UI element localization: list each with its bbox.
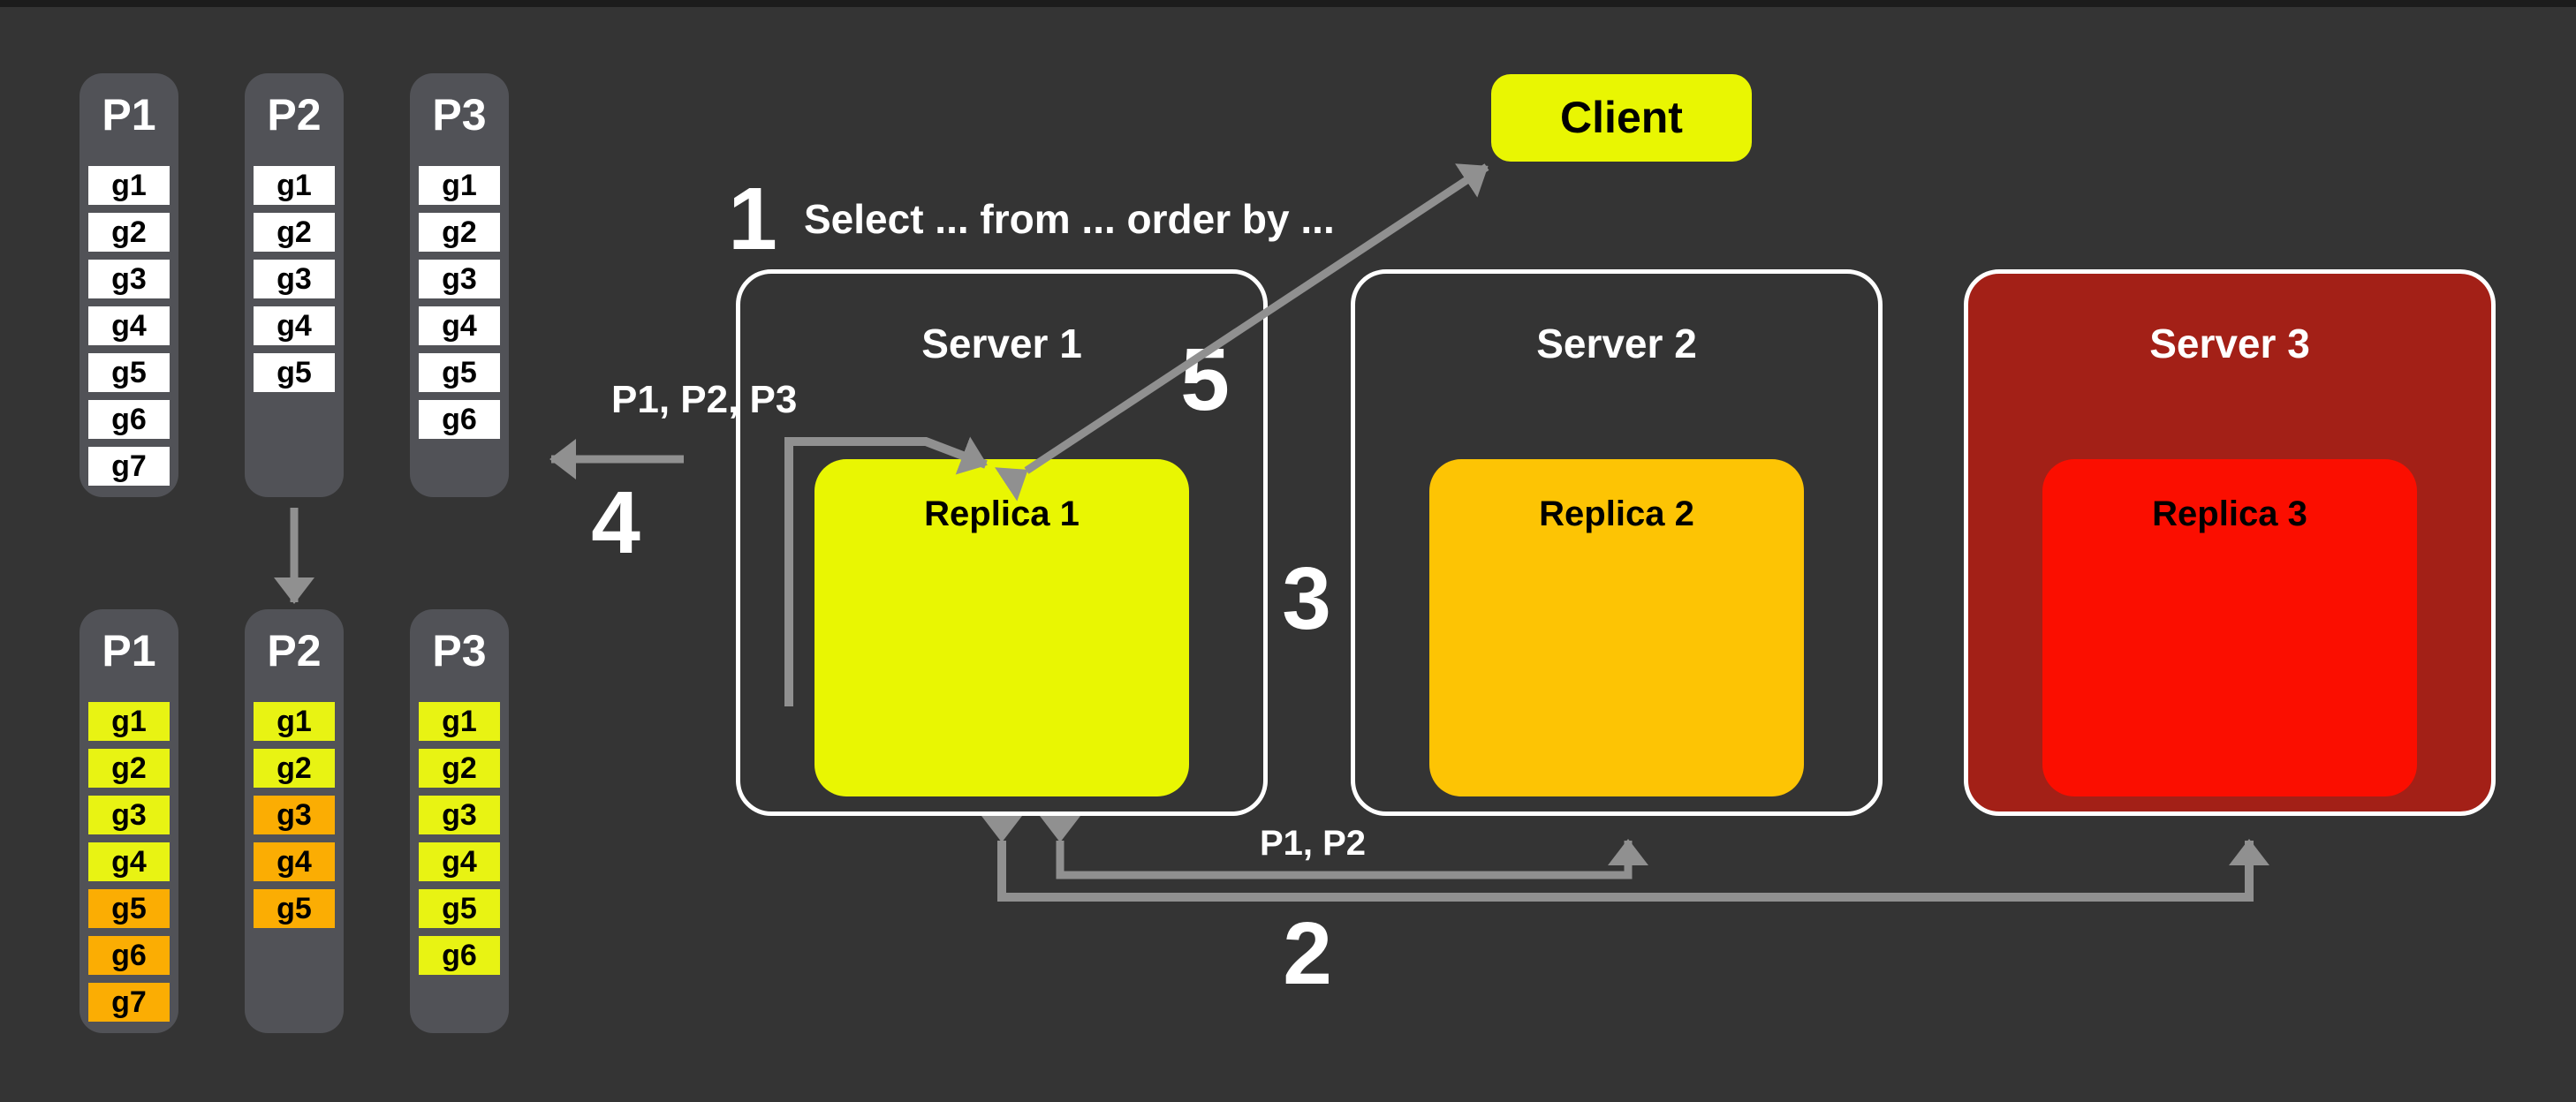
server-3-name: Server 3	[2149, 321, 2310, 366]
step-3-number: 3	[1282, 549, 1331, 648]
after-column-header: P2	[267, 626, 322, 676]
after-cell-g4: g4	[419, 842, 500, 881]
after-cell-g3: g3	[88, 796, 170, 834]
before-cell-g4: g4	[254, 306, 335, 345]
before-column-p1: P1 g1 g2 g3 g4 g5 g6 g7	[80, 73, 178, 497]
step-4-number: 4	[591, 473, 640, 572]
after-cell-g2: g2	[254, 749, 335, 788]
before-cell-g1: g1	[419, 166, 500, 205]
partition-group-after: P1 g1 g2 g3 g4 g5 g6 g7 P2 g1 g2 g3 g4 g5 P3 g1 g2 g3 g4 g5…	[80, 609, 509, 1033]
before-cell-g6: g6	[419, 400, 500, 439]
after-cells: g1 g2 g3 g4 g5 g6	[419, 702, 500, 983]
before-cell-g7: g7	[88, 447, 170, 486]
before-cell-g1: g1	[88, 166, 170, 205]
step-5-number: 5	[1180, 330, 1230, 429]
before-column-header: P3	[432, 90, 487, 140]
before-cell-g5: g5	[88, 353, 170, 392]
after-cell-g1: g1	[254, 702, 335, 741]
after-cell-g6: g6	[419, 936, 500, 975]
bottom-arrow-label: P1, P2	[1259, 824, 1367, 863]
before-cells: g1 g2 g3 g4 g5 g6	[419, 166, 500, 447]
before-column-header: P2	[267, 90, 322, 140]
replica-1-name: Replica 1	[924, 494, 1080, 533]
server-2-box: Server 2 Replica 2	[1351, 269, 1883, 816]
before-cell-g3: g3	[419, 260, 500, 298]
after-column-header: P3	[432, 626, 487, 676]
after-cell-g5: g5	[88, 889, 170, 928]
after-cell-g2: g2	[419, 749, 500, 788]
replica-3-box: Replica 3	[2042, 459, 2417, 796]
replica-2-box: Replica 2	[1429, 459, 1804, 796]
step-1-number: 1	[728, 170, 777, 268]
before-cell-g5: g5	[254, 353, 335, 392]
partition-group-before: P1 g1 g2 g3 g4 g5 g6 g7 P2 g1 g2 g3 g4 g5 P3 g1 g2 g3 g4 g5…	[80, 73, 509, 497]
before-cells: g1 g2 g3 g4 g5 g6 g7	[88, 166, 170, 494]
before-column-p3: P3 g1 g2 g3 g4 g5 g6	[410, 73, 509, 497]
before-cell-g1: g1	[254, 166, 335, 205]
after-cells: g1 g2 g3 g4 g5 g6 g7	[88, 702, 170, 1030]
top-edge-bar	[0, 0, 2576, 7]
after-cell-g4: g4	[254, 842, 335, 881]
after-cell-g3: g3	[419, 796, 500, 834]
before-cell-g4: g4	[419, 306, 500, 345]
after-cell-g1: g1	[419, 702, 500, 741]
before-cell-g3: g3	[254, 260, 335, 298]
server-2-name: Server 2	[1536, 321, 1697, 366]
after-column-p2: P2 g1 g2 g3 g4 g5	[245, 609, 344, 1033]
after-cell-g5: g5	[419, 889, 500, 928]
before-cell-g2: g2	[254, 213, 335, 252]
after-cell-g7: g7	[88, 983, 170, 1022]
broadcast-step2-arrow	[981, 816, 2269, 902]
after-cell-g5: g5	[254, 889, 335, 928]
after-cells: g1 g2 g3 g4 g5	[254, 702, 335, 936]
after-cell-g2: g2	[88, 749, 170, 788]
query-text: Select ... from ... order by ...	[804, 196, 1335, 242]
after-cell-g6: g6	[88, 936, 170, 975]
client-box: Client	[1491, 74, 1752, 162]
before-cell-g2: g2	[419, 213, 500, 252]
step-2-number: 2	[1283, 904, 1332, 1003]
after-cell-g1: g1	[88, 702, 170, 741]
client-label: Client	[1560, 93, 1683, 142]
after-cell-g3: g3	[254, 796, 335, 834]
loop-arrow-label: P1, P2, P3	[611, 378, 798, 421]
before-cell-g4: g4	[88, 306, 170, 345]
before-cell-g3: g3	[88, 260, 170, 298]
after-column-header: P1	[102, 626, 156, 676]
before-column-p2: P2 g1 g2 g3 g4 g5	[245, 73, 344, 497]
before-cell-g5: g5	[419, 353, 500, 392]
before-cell-g2: g2	[88, 213, 170, 252]
replica-3-name: Replica 3	[2152, 494, 2307, 533]
replica-2-name: Replica 2	[1539, 494, 1694, 533]
before-cell-g6: g6	[88, 400, 170, 439]
after-column-p3: P3 g1 g2 g3 g4 g5 g6	[410, 609, 509, 1033]
after-cell-g4: g4	[88, 842, 170, 881]
server-3-box: Server 3 Replica 3	[1964, 269, 2496, 816]
replica-1-box: Replica 1	[814, 459, 1189, 796]
before-cells: g1 g2 g3 g4 g5	[254, 166, 335, 400]
after-column-p1: P1 g1 g2 g3 g4 g5 g6 g7	[80, 609, 178, 1033]
before-column-header: P1	[102, 90, 156, 140]
